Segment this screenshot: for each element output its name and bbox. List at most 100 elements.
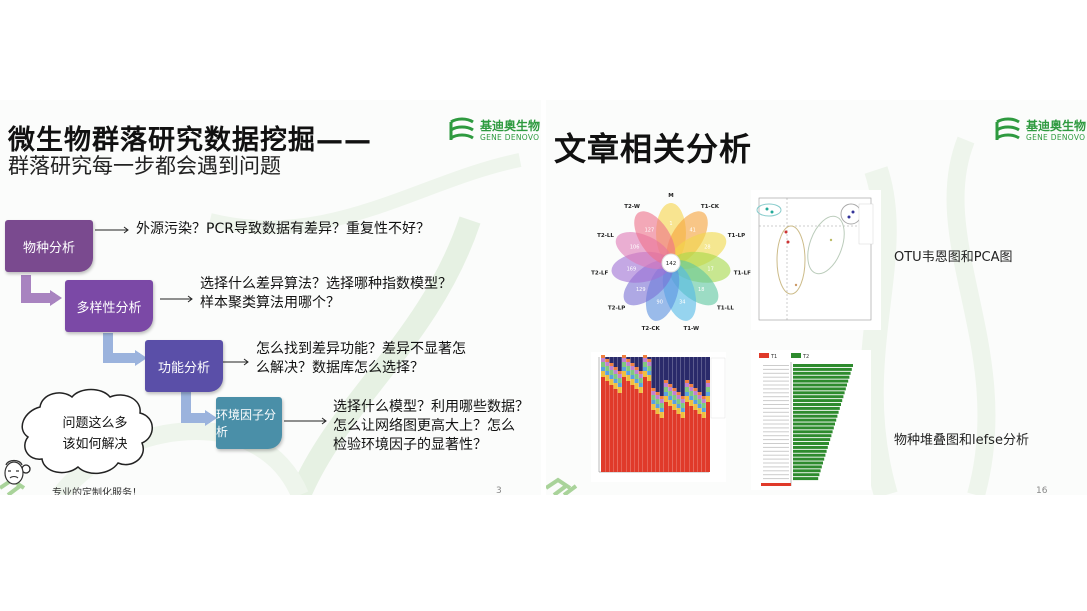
stacked-bar-segment [609, 363, 614, 366]
venn-petal-value: 28 [704, 244, 710, 250]
stacked-bar-segment [664, 387, 668, 392]
venn-center-value: 142 [666, 261, 677, 267]
stacked-bar-segment [706, 383, 710, 387]
stacked-bar-segment [676, 414, 681, 472]
lefse-bar [793, 426, 834, 430]
question-line: 外源污染？PCR导致数据有差异？重复性不好？ [136, 221, 430, 237]
worried-person-icon [4, 459, 24, 485]
stacked-bar-segment [701, 418, 706, 472]
stacked-bar-segment [626, 375, 631, 381]
stacked-bar-segment [680, 357, 685, 396]
stacked-bar-segment [701, 357, 706, 396]
stacked-bar-segment [659, 408, 664, 412]
stacked-bar-segment [605, 381, 610, 472]
stacked-bar-segment [676, 392, 681, 395]
stacked-bar-segment [668, 406, 673, 472]
gene-denovo-logo-icon [449, 117, 474, 140]
stacked-bar-segment [601, 371, 605, 377]
stacked-legend [710, 357, 726, 419]
stacked-bar-segment [622, 358, 626, 362]
stacked-bar-segment [643, 358, 647, 362]
venn-petal-label: M [668, 193, 673, 199]
stacked-bar-segment [664, 357, 668, 380]
stacked-bar-segment [643, 371, 647, 377]
stacked-bar-segment [706, 396, 710, 402]
step-environment-analysis: 环境因子分析 [216, 397, 282, 449]
stacked-bar-segment [605, 371, 610, 375]
lefse-label-line [763, 384, 789, 386]
page-number: 3 [496, 486, 502, 495]
stacked-bar-segment [672, 410, 677, 472]
stacked-bar-segment [697, 399, 702, 404]
stacked-bar-segment [680, 396, 685, 399]
logo-text-cn: 基迪奥生物 [1026, 119, 1087, 134]
lefse-label-line [763, 470, 789, 472]
lefse-label-line [763, 478, 789, 480]
stacked-bar-segment [672, 400, 677, 404]
stacked-bar-segment [685, 396, 689, 402]
lefse-bar [793, 434, 832, 438]
stacked-bar-segment [634, 383, 639, 389]
lefse-bar [793, 477, 819, 481]
stacked-bar-segment [626, 366, 631, 371]
stacked-bar-segment [685, 387, 689, 392]
stacked-bar-segment [668, 357, 673, 384]
lefse-label-line [763, 368, 789, 370]
stacked-bar-segment [617, 357, 622, 371]
stacked-bar-segment [651, 388, 656, 391]
question-line: 样本聚类算法用哪个？ [200, 295, 340, 311]
stacked-bar-segment [638, 371, 643, 374]
question-function: 怎么找到差异功能？差异不显著怎 么解决？数据库怎么选择？ [256, 340, 466, 378]
lefse-label-line [763, 411, 789, 413]
venn-petal-value: 127 [645, 227, 655, 233]
venn-petal-value: 129 [636, 287, 646, 293]
stacked-bar-segment [617, 383, 622, 387]
legend-t2: T2 [802, 354, 809, 360]
stacked-bar-segment [630, 357, 635, 363]
lefse-bar [793, 473, 820, 477]
stacked-bar-segment [617, 387, 622, 393]
stacked-bar-segment [689, 391, 694, 396]
cloud-line: 该如何解决 [62, 437, 128, 452]
stacked-bar-segment [701, 403, 706, 408]
stacked-bar-segment [689, 400, 694, 406]
lefse-label-line [763, 443, 789, 444]
legend-t1: T1 [770, 354, 777, 360]
stacked-bar-segment [638, 357, 643, 371]
stacked-bar-segment [655, 395, 660, 399]
caption-stacked-lefse: 物种堆叠图和lefse分析 [894, 433, 1029, 448]
stacked-bar-segment [664, 402, 668, 472]
lefse-bar [793, 387, 846, 391]
stacked-bar-segment [693, 357, 698, 388]
venn-petal-label: T2-LL [597, 233, 614, 239]
stacked-bar-segment [634, 367, 639, 370]
stacked-bar-segment [676, 408, 681, 414]
stacked-bar-segment [697, 404, 702, 408]
venn-petal [634, 211, 676, 265]
stacked-bar-segment [609, 357, 614, 363]
stacked-bar-segment [622, 355, 626, 358]
stacked-bar-segment [685, 357, 689, 380]
stacked-bar-segment [685, 383, 689, 387]
lefse-label-line [763, 427, 789, 429]
stacked-bar-segment [634, 374, 639, 379]
stacked-bar-segment [664, 380, 668, 383]
lefse-bar [793, 395, 844, 399]
stacked-bar-segment [697, 395, 702, 399]
stacked-bar-segment [622, 377, 626, 472]
step-diversity-analysis: 多样性分析 [65, 280, 153, 332]
slide-left: 微生物群落研究数据挖掘—— 群落研究每一步都会遇到问题 基迪奥生物 GENE D… [0, 100, 541, 495]
venn-petal-label: T2-CK [642, 326, 661, 332]
venn-petal-label: T1-CK [701, 204, 720, 210]
lefse-bar [793, 414, 838, 418]
question-line: 么解决？数据库怎么选择？ [256, 360, 424, 376]
stacked-bar-segment [613, 367, 618, 370]
stacked-bar-segment [647, 375, 652, 381]
stacked-bar-segment [609, 375, 614, 379]
gene-denovo-logo-icon [995, 117, 1020, 140]
pca-plot [751, 190, 881, 330]
stacked-bar-segment [680, 408, 685, 412]
company-logo: 基迪奥生物 GENE DENOVO [993, 116, 1086, 146]
venn-petal-value: 17 [707, 267, 713, 273]
logo-text-en: GENE DENOVO [480, 133, 540, 143]
